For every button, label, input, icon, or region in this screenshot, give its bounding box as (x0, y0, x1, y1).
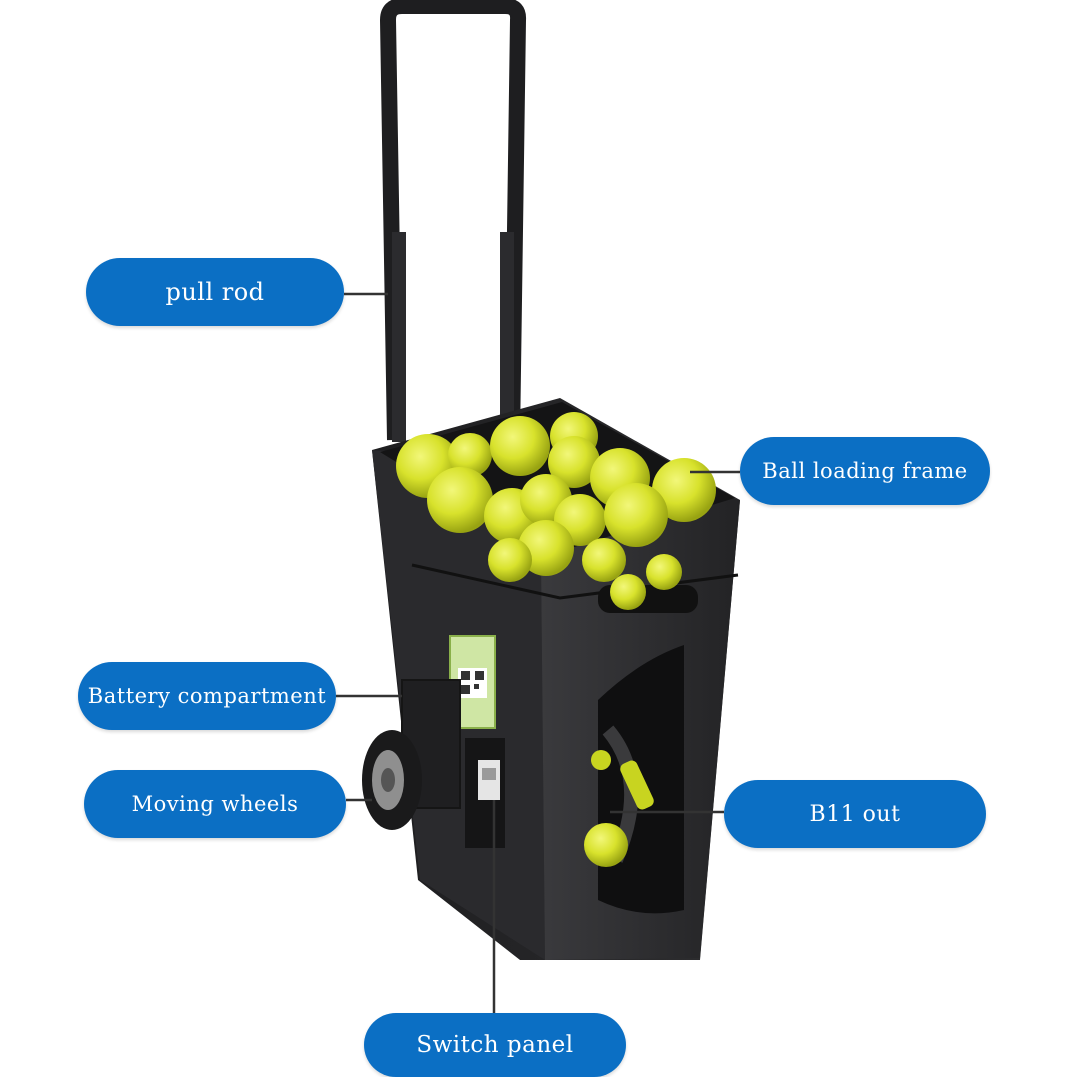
moving-wheels-label-text: Moving wheels (131, 792, 299, 816)
switch-panel-label: Switch panel (364, 1013, 626, 1077)
switch-panel-graphic (465, 738, 505, 848)
wheel-graphic (362, 730, 422, 830)
ball-out-label-text: B11 out (809, 801, 901, 827)
leader-lines (336, 292, 740, 1013)
tennis-balls (396, 412, 716, 610)
ball-out-label: B11 out (724, 780, 986, 848)
battery-compartment-label-text: Battery compartment (87, 684, 327, 708)
pull-rod (380, 0, 527, 442)
ball-loading-frame-label: Ball loading frame (740, 437, 990, 505)
ball-out-window (584, 645, 684, 914)
battery-compartment-label: Battery compartment (78, 662, 336, 730)
pull-rod-label-text: pull rod (165, 278, 265, 306)
pull-rod-label: pull rod (86, 258, 344, 326)
ball-loading-frame-label-text: Ball loading frame (762, 459, 968, 483)
moving-wheels-label: Moving wheels (84, 770, 346, 838)
switch-panel-label-text: Switch panel (416, 1032, 574, 1058)
